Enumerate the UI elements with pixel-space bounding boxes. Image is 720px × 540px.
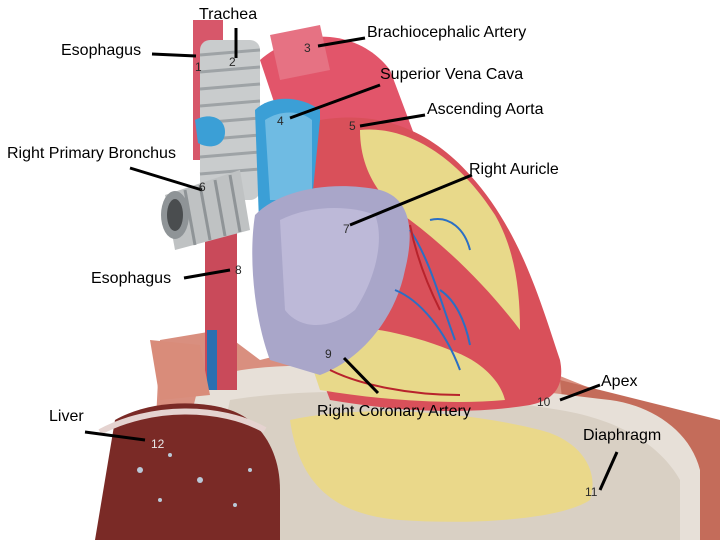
brachiocephalic-shape [270, 25, 330, 80]
right-coronary-artery-label: Right Coronary Artery [317, 403, 471, 420]
marker-11: 11 [585, 485, 598, 499]
coronary-vessels [394, 218, 471, 371]
brachiocephalic-artery-label: Brachiocephalic Artery [367, 24, 527, 41]
marker-9: 9 [325, 347, 332, 361]
marker-4: 4 [277, 114, 284, 128]
marker-1: 1 [195, 60, 202, 74]
trachea-label: Trachea [199, 6, 258, 23]
marker-8: 8 [235, 263, 242, 277]
marker-7: 7 [343, 222, 350, 236]
esophagus-top-label: Esophagus [61, 42, 142, 59]
label-leader-lines [84, 28, 619, 491]
fat-lower [290, 411, 593, 522]
svc-highlight [265, 112, 312, 200]
coronary-artery-red [329, 224, 461, 396]
right-primary-bronchus-label: Right Primary Bronchus [7, 145, 176, 162]
muscle-left [150, 340, 210, 400]
marker-2: 2 [229, 55, 236, 69]
liver-rim [98, 408, 267, 435]
right-auricle-label: Right Auricle [469, 161, 559, 178]
fat-band-shape [360, 129, 520, 330]
bronchus-shape [161, 170, 250, 250]
marker-3: 3 [304, 41, 311, 55]
esophagus-mid-label: Esophagus [91, 270, 172, 287]
apex-label: Apex [601, 373, 638, 390]
marker-10: 10 [537, 395, 551, 409]
liver-label: Liver [49, 408, 84, 425]
diaphragm-label: Diaphragm [583, 427, 662, 444]
marker-12: 12 [151, 437, 165, 451]
liver-spots [137, 453, 252, 507]
trachea-shape [199, 40, 261, 200]
svc-left-blob [195, 116, 225, 147]
marker-6: 6 [199, 180, 206, 194]
superior-vena-cava-label: Superior Vena Cava [380, 66, 524, 83]
marker-5: 5 [349, 119, 356, 133]
ascending-aorta-label: Ascending Aorta [427, 101, 544, 118]
auricle-highlight [280, 208, 379, 325]
esophagus-lower-shade [207, 330, 217, 390]
